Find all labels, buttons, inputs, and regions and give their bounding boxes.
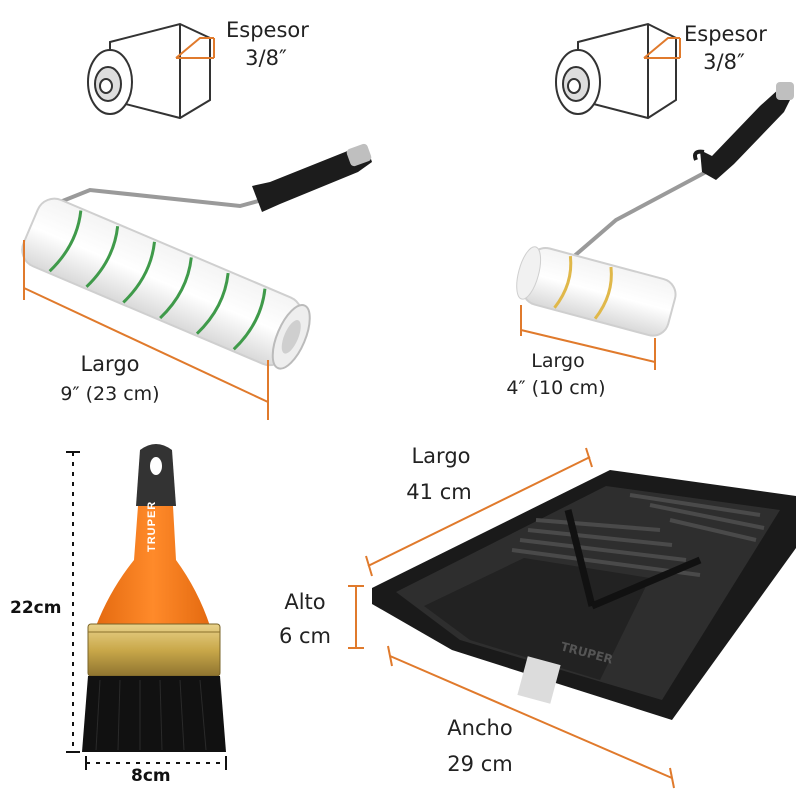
paint-brush xyxy=(82,444,226,752)
tray-length-value: 41 cm xyxy=(406,480,472,504)
brush-height-value: 22cm xyxy=(10,598,62,618)
tray-length-label: Largo xyxy=(411,444,471,468)
roller-9in-thickness-value: 3/8″ xyxy=(245,46,287,70)
roller-4in-length-label: Largo xyxy=(531,350,585,372)
roller-9in-thickness-label: Espesor xyxy=(226,18,309,42)
tray-width-label: Ancho xyxy=(447,716,513,740)
tray-length-dimension xyxy=(365,447,593,577)
tray-height-value: 6 cm xyxy=(278,624,332,648)
tray-width-value: 29 cm xyxy=(447,752,513,776)
roller-4in-length-dimension xyxy=(520,305,656,370)
roller-9in-length-dimension xyxy=(23,240,269,420)
tray-height-label: Alto xyxy=(284,590,326,614)
roller-9in-length-label: Largo xyxy=(80,352,140,376)
roller-4in-thickness-value: 3/8″ xyxy=(703,50,745,74)
tray-height-dimension xyxy=(348,585,364,649)
roller-thickness-icon-right xyxy=(555,22,681,120)
tray-width-dimension xyxy=(387,645,675,789)
roller-4in-length-value: 4″ (10 cm) xyxy=(506,377,606,399)
brush-width-value: 8cm xyxy=(131,766,171,786)
brush-width-dimension xyxy=(85,756,227,770)
paint-tray: TRUPER xyxy=(372,470,796,720)
paint-roller-4in xyxy=(516,82,794,337)
brush-brand-logo: TRUPER xyxy=(146,500,158,552)
roller-9in-length-value: 9″ (23 cm) xyxy=(60,383,160,405)
roller-4in-thickness-label: Espesor xyxy=(684,22,767,46)
paint-roller-9in xyxy=(21,143,372,370)
brush-height-dimension xyxy=(66,451,80,753)
roller-thickness-icon-left xyxy=(87,22,215,120)
